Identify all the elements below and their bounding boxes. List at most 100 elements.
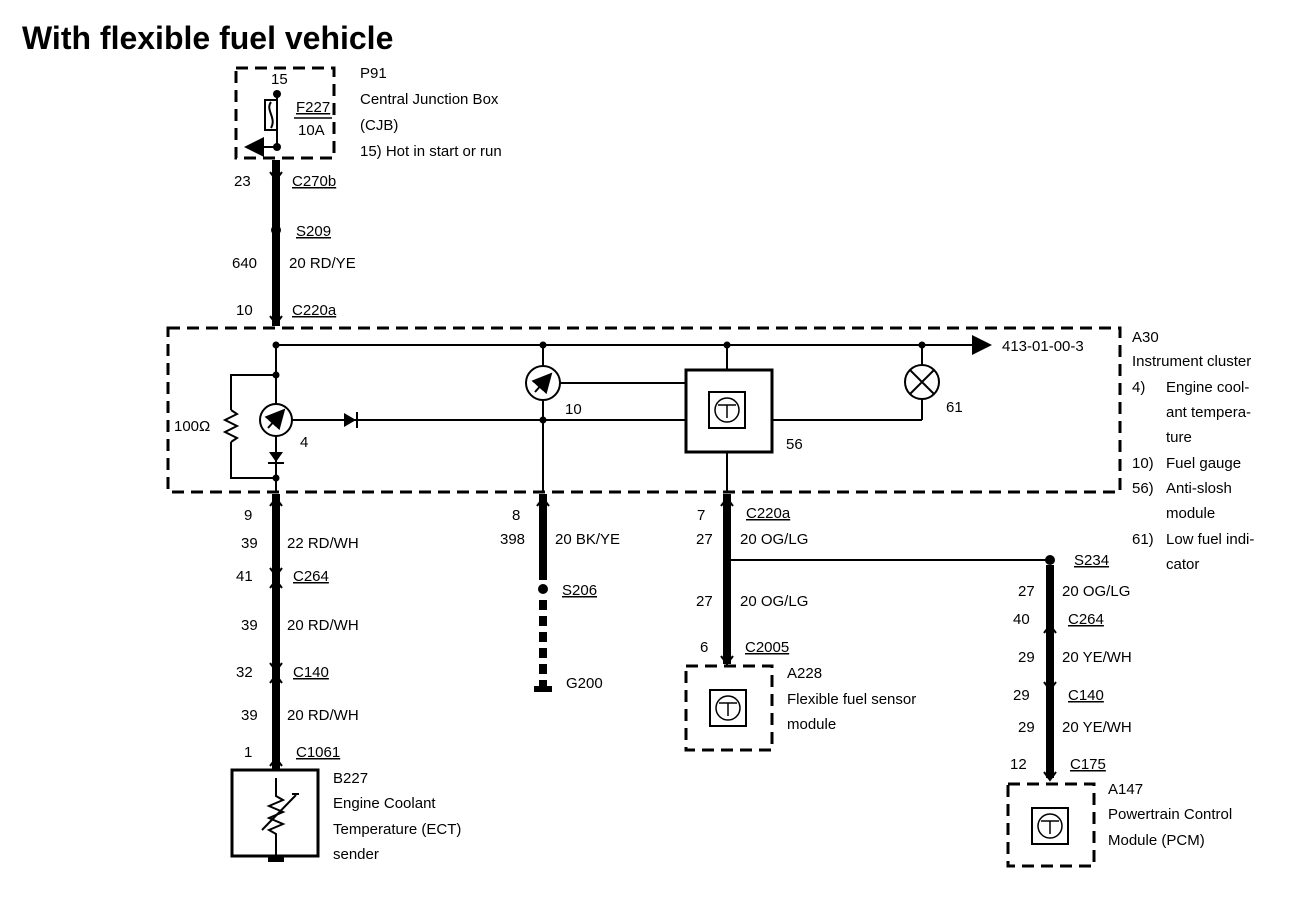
wire-27 <box>720 494 1055 666</box>
pcm-id: A147 <box>1108 781 1143 798</box>
ect-c1061-pin: 1 <box>244 744 252 761</box>
circuit-640: 640 <box>232 255 257 272</box>
fuse-id: F227 <box>296 99 330 116</box>
module-icon <box>1037 813 1063 839</box>
s209-label: S209 <box>296 223 331 240</box>
pcm-c175-pin: 12 <box>1010 756 1027 773</box>
module-icon <box>715 695 741 721</box>
pcm-c175-label: C175 <box>1070 756 1106 773</box>
ect-wire-c: 20 RD/WH <box>287 707 359 724</box>
ff-c2005-label: C2005 <box>745 639 789 656</box>
ff-c2005-pin: 6 <box>700 639 708 656</box>
g200-label: G200 <box>566 675 603 692</box>
legend-line: module <box>1166 505 1215 522</box>
legend-line: Low fuel indi- <box>1166 531 1254 548</box>
low-fuel-lamp-icon <box>904 364 940 400</box>
legend-line: Engine cool- <box>1166 379 1249 396</box>
ff-id: A228 <box>787 665 822 682</box>
ect-name-2: Temperature (ECT) <box>333 821 461 838</box>
resistor-label: 100Ω <box>174 418 210 435</box>
instrument-cluster <box>166 326 1122 494</box>
legend-num: 61) <box>1132 531 1154 548</box>
ect-circuit-a: 39 <box>241 535 258 552</box>
module-56-label: 56 <box>786 436 803 453</box>
cjb-note: 15) Hot in start or run <box>360 143 502 160</box>
ect-c140-label: C140 <box>293 664 329 681</box>
ect-c1061-label: C1061 <box>296 744 340 761</box>
ect-name-3: sender <box>333 846 379 863</box>
s206-label: S206 <box>562 582 597 599</box>
cjb-pin-label: 15 <box>271 71 288 88</box>
cjb-name: Central Junction Box <box>360 91 499 108</box>
c220a-top-label: C220a <box>292 302 337 319</box>
fuse-icon <box>264 99 278 131</box>
ground-icon <box>268 856 284 862</box>
ff-wire-b: 20 OG/LG <box>740 593 808 610</box>
ect-gauge-icon <box>259 403 293 437</box>
wire-39 <box>269 494 283 770</box>
ground-circuit: 398 <box>500 531 525 548</box>
pcm-circuit-29b: 29 <box>1018 719 1035 736</box>
s234-label: S234 <box>1074 552 1109 569</box>
diode-icon-2 <box>344 412 358 428</box>
ect-c264-pin: 41 <box>236 568 253 585</box>
legend-num: 10) <box>1132 455 1154 472</box>
wire-29 <box>1043 565 1057 782</box>
ff-name-2: module <box>787 716 836 733</box>
gauge-10-label: 10 <box>565 401 582 418</box>
anti-slosh-module-icon <box>684 368 774 454</box>
ect-pin-9: 9 <box>244 507 252 524</box>
ect-wire-a: 22 RD/WH <box>287 535 359 552</box>
pcm-wire-c: 20 YE/WH <box>1062 719 1132 736</box>
ground-wire: 20 BK/YE <box>555 531 620 548</box>
legend-num: 56) <box>1132 480 1154 497</box>
cjb-id: P91 <box>360 65 387 82</box>
ect-sender <box>230 768 320 862</box>
ground-pin-8: 8 <box>512 507 520 524</box>
fuse-rating: 10A <box>298 122 325 139</box>
legend-line: ant tempera- <box>1166 404 1251 421</box>
powertrain-control-module <box>1006 782 1096 868</box>
ect-c140-pin: 32 <box>236 664 253 681</box>
lamp-61-label: 61 <box>946 399 963 416</box>
ff-pin-7: 7 <box>697 507 705 524</box>
flexible-fuel-sensor-module <box>684 664 774 752</box>
legend-line: ture <box>1166 429 1192 446</box>
ground-icon <box>534 686 552 692</box>
wire-640-label: 20 RD/YE <box>289 255 356 272</box>
legend-num: 4) <box>1132 379 1145 396</box>
cjb-abbr: (CJB) <box>360 117 398 134</box>
fuel-gauge-icon <box>525 365 561 401</box>
c270b-label: C270b <box>292 173 336 190</box>
pcm-wire-b: 20 YE/WH <box>1062 649 1132 666</box>
cluster-name: Instrument cluster <box>1132 353 1251 370</box>
gauge-4-label: 4 <box>300 434 308 451</box>
cluster-ref: 413-01-00-3 <box>1002 338 1084 355</box>
ect-name-1: Engine Coolant <box>333 795 436 812</box>
central-junction-box: 15 F227 10A <box>234 66 336 160</box>
pcm-c264-pin: 40 <box>1013 611 1030 628</box>
ff-wire-a: 20 OG/LG <box>740 531 808 548</box>
pcm-circuit-29a: 29 <box>1018 649 1035 666</box>
cluster-id: A30 <box>1132 329 1159 346</box>
c270b-pin: 23 <box>234 173 251 190</box>
ff-circuit-b: 27 <box>696 593 713 610</box>
legend-line: Fuel gauge <box>1166 455 1241 472</box>
wire-398 <box>534 494 552 692</box>
legend-line: Anti-slosh <box>1166 480 1232 497</box>
ect-circuit-c: 39 <box>241 707 258 724</box>
ect-circuit-b: 39 <box>241 617 258 634</box>
pcm-c140-label: C140 <box>1068 687 1104 704</box>
ect-c264-label: C264 <box>293 568 329 585</box>
pcm-wire-a: 20 OG/LG <box>1062 583 1130 600</box>
c220a-top-pin: 10 <box>236 302 253 319</box>
pcm-name-2: Module (PCM) <box>1108 832 1205 849</box>
ff-name-1: Flexible fuel sensor <box>787 691 916 708</box>
ff-c220a-label: C220a <box>746 505 791 522</box>
ect-wire-b: 20 RD/WH <box>287 617 359 634</box>
page-title: With flexible fuel vehicle <box>22 20 393 56</box>
pcm-name-1: Powertrain Control <box>1108 806 1232 823</box>
cluster-legend: 4) Engine cool- ant tempera- ture 10) Fu… <box>1132 379 1254 573</box>
pcm-c140-pin: 29 <box>1013 687 1030 704</box>
